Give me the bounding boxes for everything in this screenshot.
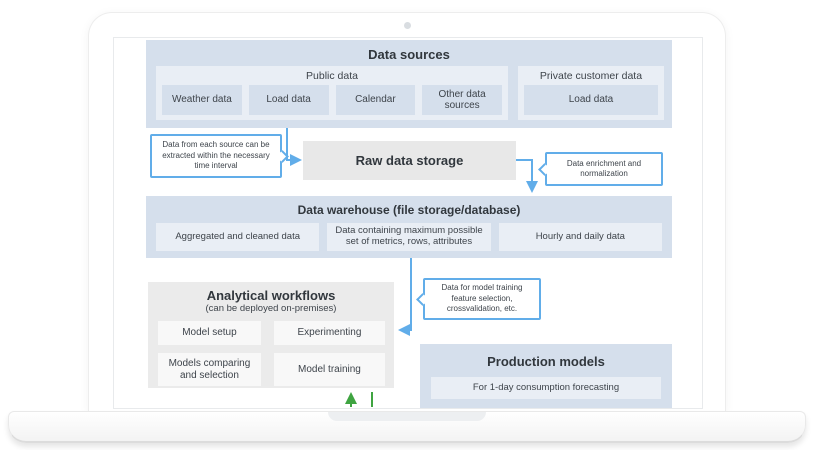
callout-extraction: Data from each source can be extracted w…	[150, 134, 289, 178]
data-sources-title: Data sources	[368, 47, 450, 62]
analytical-grid: Model setup Experimenting Models compari…	[158, 321, 385, 386]
callout-tail-left-icon	[416, 292, 429, 306]
tile-model-setup: Model setup	[158, 321, 261, 345]
private-data-panel: Private customer data Load data	[518, 66, 664, 120]
tile-calendar: Calendar	[335, 85, 416, 115]
tile-aggregated-cleaned: Aggregated and cleaned data	[156, 223, 320, 251]
section-production-models: Production models For 1-day consumption …	[420, 344, 672, 408]
callout-tail-left-icon	[538, 162, 551, 176]
tile-model-training: Model training	[273, 353, 385, 386]
laptop-base	[8, 411, 806, 443]
callout-enrichment: Data enrichment and normalization	[538, 152, 663, 186]
private-data-label: Private customer data	[539, 70, 643, 82]
section-data-sources: Data sources Public data Weather data Lo…	[146, 40, 672, 128]
webcam-dot	[404, 22, 411, 29]
public-data-label: Public data	[306, 70, 358, 82]
tile-max-metrics: Data containing maximum possible set of …	[327, 223, 491, 251]
tile-experimenting: Experimenting	[273, 321, 385, 345]
section-data-warehouse: Data warehouse (file storage/database) A…	[146, 196, 672, 258]
callout-training-data: Data for model training feature selectio…	[416, 278, 541, 320]
tile-hourly-daily: Hourly and daily data	[498, 223, 662, 251]
analytical-workflows-title: Analytical workflows	[206, 288, 336, 303]
box-raw-data-storage: Raw data storage	[303, 141, 516, 180]
callout-enrichment-text: Data enrichment and normalization	[566, 158, 642, 178]
tile-weather-data: Weather data	[162, 85, 242, 115]
arrow-warehouse-to-analytical	[398, 258, 412, 336]
arrow-raw-to-warehouse	[516, 159, 538, 193]
callout-extraction-text: Data from each source can be extracted w…	[162, 140, 270, 171]
tile-load-data: Load data	[248, 85, 329, 115]
warehouse-row: Aggregated and cleaned data Data contain…	[156, 223, 662, 251]
section-analytical-workflows: Analytical workflows (can be deployed on…	[148, 282, 394, 388]
public-data-panel: Public data Weather data Load data Calen…	[156, 66, 508, 120]
callout-training-data-text: Data for model training feature selectio…	[441, 283, 523, 314]
tile-forecasting: For 1-day consumption forecasting	[431, 377, 661, 399]
analytical-workflows-subtitle: (can be deployed on-premises)	[205, 303, 337, 314]
data-warehouse-title: Data warehouse (file storage/database)	[297, 203, 521, 217]
callout-tail-right-icon	[276, 149, 289, 163]
tile-models-comparing: Models comparing and selection	[158, 353, 261, 386]
arrow-sources-to-raw	[286, 128, 302, 166]
private-data-row: Load data	[524, 85, 658, 115]
laptop-screen: Data sources Public data Weather data Lo…	[113, 37, 703, 409]
public-data-row: Weather data Load data Calendar Other da…	[162, 85, 502, 115]
tile-other-data-sources: Other data sources	[422, 85, 502, 115]
laptop-base-notch	[328, 412, 486, 421]
tile-private-load-data: Load data	[524, 85, 658, 115]
production-models-title: Production models	[487, 354, 605, 369]
raw-data-storage-title: Raw data storage	[355, 153, 464, 168]
